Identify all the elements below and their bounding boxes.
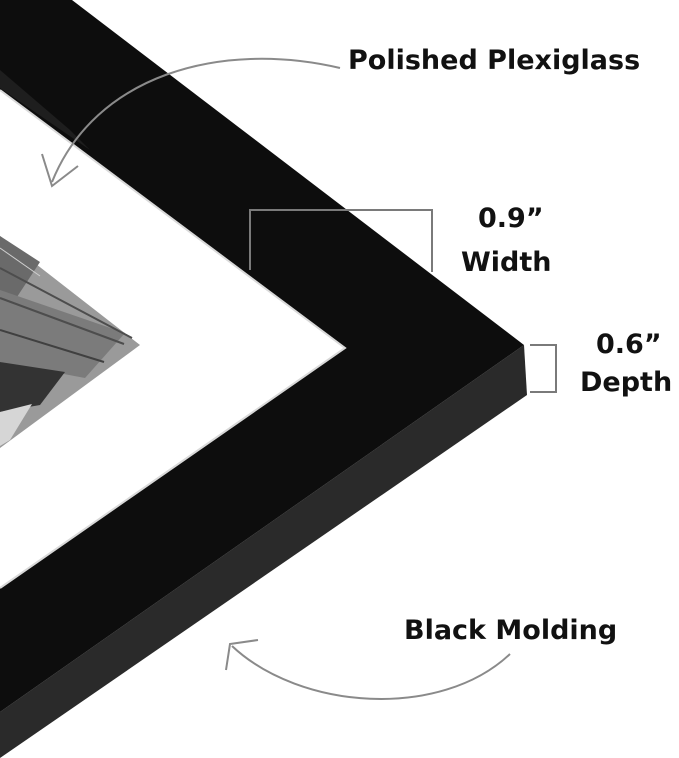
frame-side-face (0, 345, 527, 758)
mat-bevel (0, 89, 347, 589)
plexiglass-label: Polished Plexiglass (348, 45, 641, 76)
width-value-label: 0.9” (478, 203, 544, 234)
photo-in-mat (0, 236, 140, 448)
depth-caption-label: Depth (580, 367, 673, 398)
width-caption-label: Width (461, 247, 552, 278)
depth-bracket (530, 344, 557, 393)
plexiglass-arrowhead (41, 153, 79, 188)
plexiglass-arrow (51, 57, 341, 183)
molding-label: Black Molding (404, 615, 618, 646)
white-mat (0, 90, 345, 588)
depth-value-label: 0.6” (596, 329, 662, 360)
plexiglass-edge (0, 70, 90, 150)
width-bracket (249, 209, 433, 272)
molding-arrow (231, 645, 511, 700)
molding-arrowhead (225, 639, 259, 671)
